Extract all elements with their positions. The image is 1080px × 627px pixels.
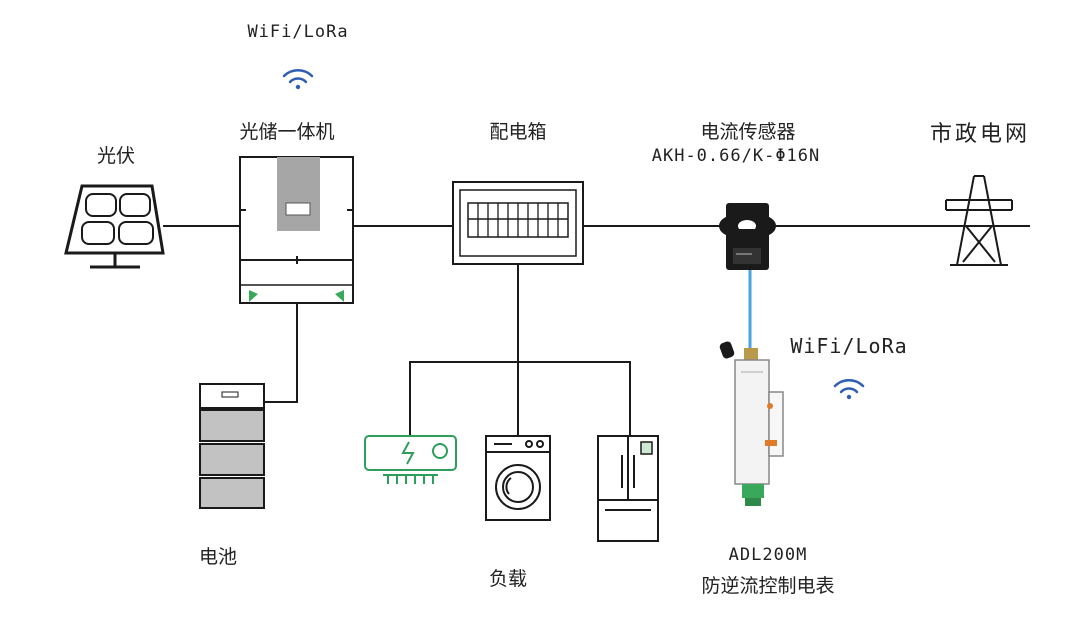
inverter-to-battery-line — [264, 300, 298, 403]
wifi-icon — [282, 69, 314, 90]
inverter-label: 光储一体机 — [239, 121, 335, 143]
wireless-label-meter: WiFi/LoRa — [790, 334, 908, 358]
refrigerator-icon — [597, 435, 659, 542]
power-tower-icon — [945, 175, 1013, 266]
grid-label: 市政电网 — [929, 122, 1031, 147]
load-bus-line — [409, 361, 631, 436]
current-sensor-icon — [719, 203, 776, 270]
pv-label: 光伏 — [96, 145, 136, 167]
meter-label: 防逆流控制电表 — [701, 575, 835, 597]
sensor-model: AKH-0.66/K-Φ16N — [651, 146, 821, 166]
sensor-label: 电流传感器 — [700, 121, 796, 143]
air-conditioner-icon — [364, 435, 457, 484]
distribution-box-label: 配电箱 — [489, 121, 547, 143]
hybrid-inverter-icon — [239, 156, 354, 304]
wireless-label-top: WiFi/LoRa — [247, 22, 349, 42]
breaker-row — [477, 203, 559, 237]
energy-meter-icon — [719, 341, 784, 506]
battery-icon — [199, 383, 265, 509]
battery-label: 电池 — [198, 546, 238, 568]
distribution-box-icon — [452, 181, 584, 265]
wifi-icon — [833, 379, 865, 400]
meter-model: ADL200M — [728, 545, 808, 565]
load-label: 负载 — [488, 568, 528, 590]
washing-machine-icon — [485, 435, 551, 521]
solar-panel-icon — [64, 184, 165, 269]
